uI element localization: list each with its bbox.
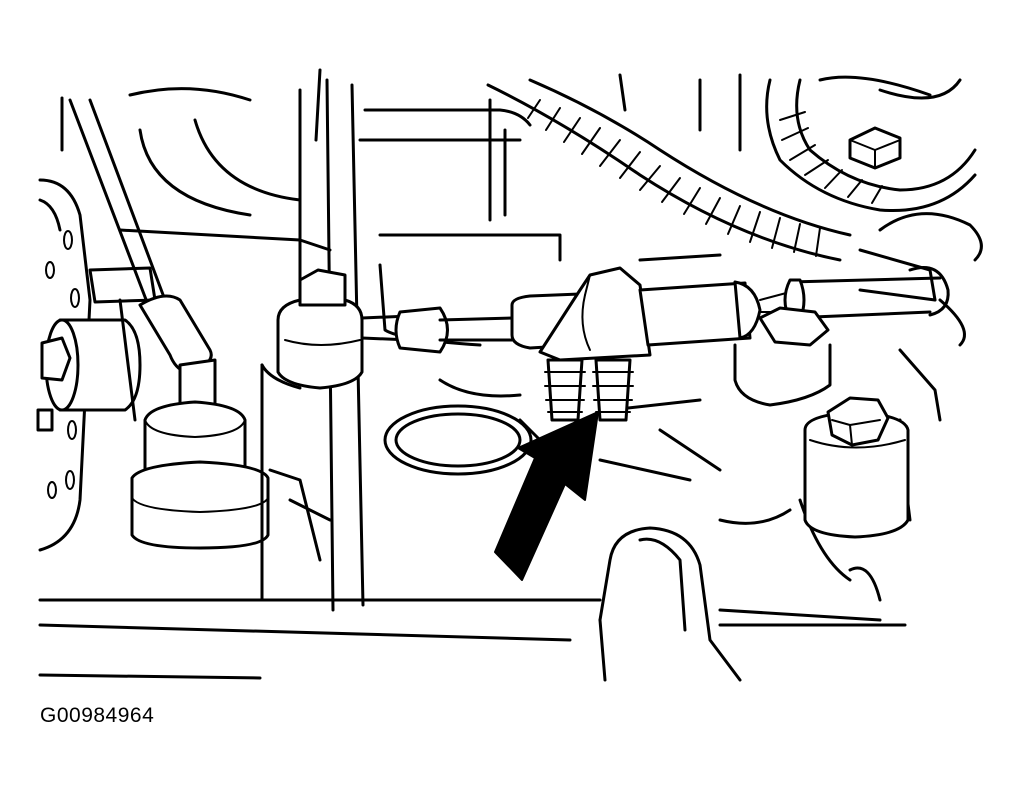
- wiring-harness-corrugated: [486, 78, 852, 262]
- oval-port: [383, 404, 533, 476]
- bolt-top-right: [848, 126, 902, 170]
- figure-id-label: G00984964: [40, 704, 155, 727]
- canister-left: [130, 400, 270, 550]
- right-bracket-upper: [878, 212, 983, 262]
- arrow-pointer: [494, 411, 599, 581]
- left-mount-boss: [40, 318, 142, 412]
- sensor-wire-left: [360, 306, 517, 354]
- bolt-lower-right: [803, 396, 910, 539]
- wiring-harness-right: [765, 78, 977, 213]
- right-fitting: [733, 306, 832, 407]
- sensor-connector: [510, 266, 791, 362]
- bracket-leg: [118, 298, 137, 422]
- left-fitting: [260, 268, 364, 602]
- lower-casting: [38, 526, 907, 682]
- right-bracket-lower: [858, 248, 937, 302]
- connector-terminals: [544, 358, 634, 422]
